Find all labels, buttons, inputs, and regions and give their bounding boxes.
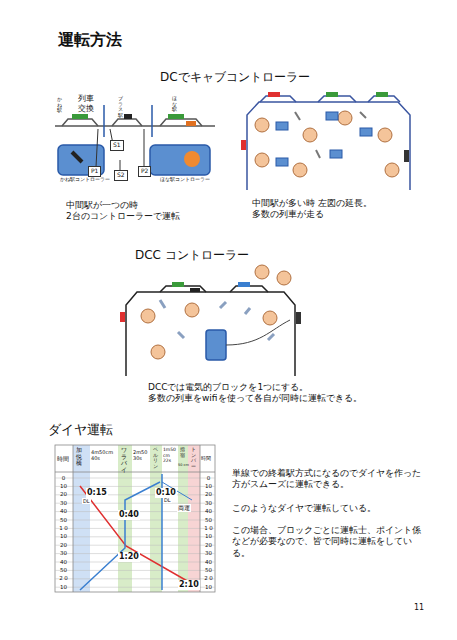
time-tick: 50 xyxy=(201,517,216,524)
time-tick: 30 xyxy=(201,500,216,507)
time-tick: 40 xyxy=(56,559,71,566)
time-tick: 0 xyxy=(56,475,71,482)
time-tick: 50 xyxy=(56,517,71,524)
time-tick: 10 xyxy=(201,483,216,490)
box-label: P1 xyxy=(91,168,98,175)
time-tick: 40 xyxy=(56,508,71,515)
time-tick: 10 xyxy=(201,584,216,591)
box-label: P2 xyxy=(141,168,148,175)
dcc-layout xyxy=(120,265,301,376)
text-label: 50 cm xyxy=(178,463,190,467)
block-switch-box: S1 xyxy=(110,140,124,151)
box-label: S1 xyxy=(113,142,121,149)
text-label: かね駅コントローラー xyxy=(60,177,110,183)
text-label: このようなダイヤで運転している。 xyxy=(232,503,427,514)
text-label: DL xyxy=(163,497,172,503)
text-label: 中間駅が一つの時 2台のコントローラーで運転 xyxy=(66,200,191,223)
time-tick: 30 xyxy=(56,550,71,557)
text-label: 単線での終着駅方式になるのでダイヤを作った方がスムーズに運転できる。 xyxy=(232,468,427,491)
time-tick: 50 xyxy=(56,567,71,574)
text-label: 11 xyxy=(414,603,424,613)
time-tick: 2 0 xyxy=(201,575,216,582)
time-tick: 2 0 xyxy=(56,575,71,582)
page-title: 運転方法 xyxy=(58,30,122,50)
text-label: 時間 xyxy=(201,455,215,461)
time-tick: 10 xyxy=(56,483,71,490)
text-label: この場合、ブロックごとに運転士、ポイント係などが必要なので、皆で同時に運転をして… xyxy=(232,525,427,559)
text-label: 加悦橋 xyxy=(76,447,82,467)
text-label: ほな駅 xyxy=(172,96,177,113)
time-tick: 30 xyxy=(201,550,216,557)
block-switch-box: P2 xyxy=(138,166,151,177)
text-label: 1:20 xyxy=(118,552,140,562)
time-tick: 20 xyxy=(201,542,216,549)
text-label: 2m50 30s xyxy=(133,449,150,462)
text-label: ワラバイ xyxy=(121,447,127,473)
time-tick: 50 xyxy=(201,567,216,574)
dc-many-stations-layout xyxy=(241,92,410,190)
time-tick: 1 0 xyxy=(201,525,216,532)
text-label: トンバー xyxy=(191,447,196,469)
time-tick: 1 0 xyxy=(56,525,71,532)
time-tick: 0 xyxy=(201,475,216,482)
time-tick: 20 xyxy=(56,542,71,549)
text-label: DCCでは電気的ブロックを1つにする。 多数の列車をwifiを使って各自が同時に… xyxy=(148,382,378,405)
time-tick: 30 xyxy=(56,500,71,507)
text-label: 2:10 xyxy=(178,580,200,590)
time-tick: 10 xyxy=(56,584,71,591)
text-label: DL xyxy=(82,498,91,504)
timetable-chart xyxy=(55,445,215,592)
text-label: 時間 xyxy=(57,455,73,463)
time-tick: 10 xyxy=(56,533,71,540)
text-label: 1m50 cm 22s xyxy=(163,447,178,464)
text-label: ダイヤ運転 xyxy=(48,422,113,438)
text-label: かね駅 xyxy=(57,97,62,114)
text-label: 0:40 xyxy=(118,510,140,520)
time-tick: 10 xyxy=(201,533,216,540)
text-label: DCでキャブコントローラー xyxy=(160,70,310,85)
text-label: 両運 xyxy=(177,504,191,512)
text-label: ベルリン xyxy=(153,447,158,469)
time-tick: 20 xyxy=(201,491,216,498)
text-label: 列車 交換 xyxy=(78,94,100,114)
text-label: 0:15 xyxy=(86,488,108,498)
text-label: 指宿 xyxy=(180,447,185,458)
text-label: ブラス駅 xyxy=(118,96,123,118)
text-label: 4m50cm 40s xyxy=(91,449,117,462)
time-tick: 20 xyxy=(56,491,71,498)
time-tick: 40 xyxy=(201,559,216,566)
time-tick: 40 xyxy=(201,508,216,515)
dc-two-controller-layout xyxy=(55,105,215,175)
text-label: 中間駅が多い時 左図の延長。 多数の列車が走る xyxy=(252,198,412,221)
text-label: ほな駅コントローラー xyxy=(160,177,215,183)
block-switch-box: P1 xyxy=(88,166,101,177)
text-label: DCC コントローラー xyxy=(135,248,249,263)
box-label: S2 xyxy=(117,172,125,179)
block-switch-box: S2 xyxy=(114,170,128,181)
